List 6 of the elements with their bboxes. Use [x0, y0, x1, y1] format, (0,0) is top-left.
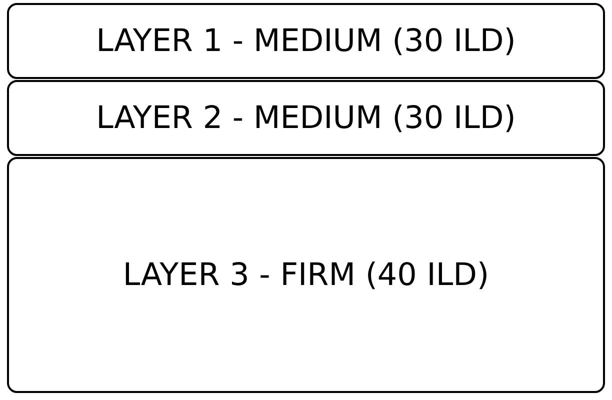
layer-box — [7, 3, 605, 79]
layer-box — [7, 80, 605, 156]
layer-label: LAYER 3 - FIRM (40 ILD) — [122, 257, 490, 293]
layer-label: LAYER 1 - MEDIUM (30 ILD) — [96, 23, 516, 59]
layer-box — [7, 157, 605, 393]
layer-label: LAYER 2 - MEDIUM (30 ILD) — [96, 100, 516, 136]
